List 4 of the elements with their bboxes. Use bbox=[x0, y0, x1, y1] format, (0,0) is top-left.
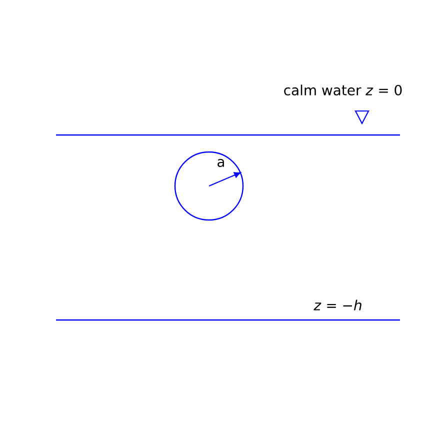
radius-label: a bbox=[218, 159, 224, 167]
depth-label: z = −h bbox=[314, 300, 362, 310]
cylinder-circle bbox=[174, 151, 244, 221]
water-level-label: calm water z = 0 bbox=[284, 84, 402, 96]
